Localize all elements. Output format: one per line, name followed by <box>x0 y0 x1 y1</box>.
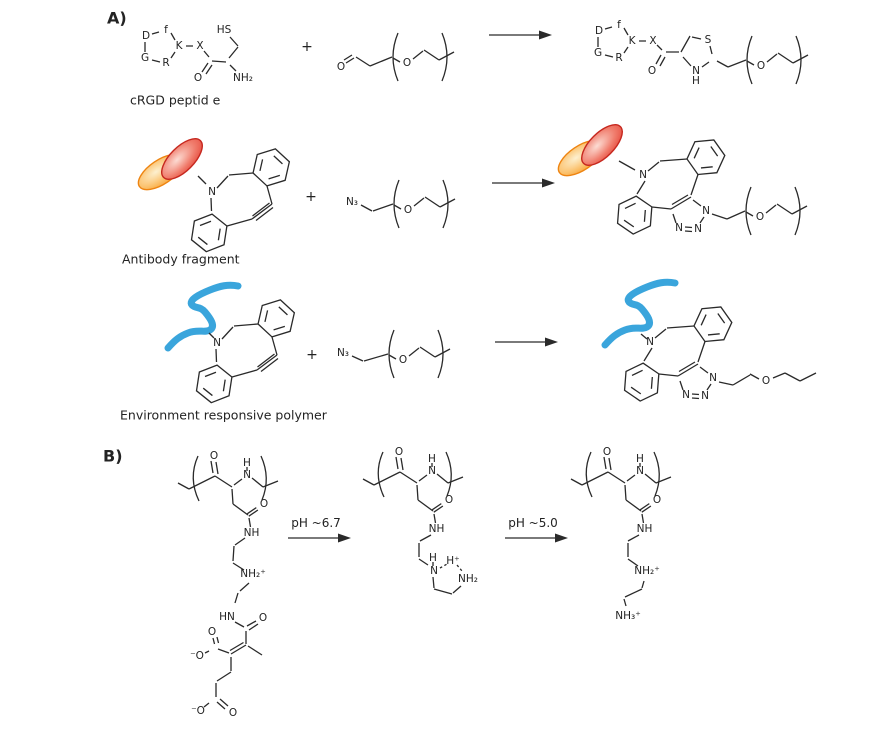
azide-peg-structure: N₃ <box>337 329 451 379</box>
atom-label: HN <box>219 611 235 623</box>
plus-sign: + <box>301 39 313 55</box>
plus-sign: + <box>305 189 317 205</box>
plus-sign: + <box>306 347 318 363</box>
atom-label: H <box>692 75 700 87</box>
ph-label-2: pH ~5.0 <box>508 516 558 530</box>
atom-label: S <box>705 34 712 46</box>
atom-label: NH₂ <box>233 72 253 84</box>
ph-label-1: pH ~6.7 <box>291 516 341 530</box>
atom-label: O <box>229 707 237 719</box>
caption-crgd: cRGD peptid e <box>130 93 221 108</box>
atom-label: O <box>259 612 267 624</box>
atom-label: N <box>692 65 700 77</box>
polymer-state-2: N H H⁺ NH₂ <box>362 445 478 595</box>
atom-label: O <box>194 72 202 84</box>
caption-polymer: Environment responsive polymer <box>120 408 328 423</box>
azide-peg-structure: N₃ <box>346 179 456 229</box>
atom-label: O <box>762 375 770 387</box>
scheme-content: A) O NH₂ HS cRGD peptid e + O O <box>103 9 817 719</box>
atom-label: O <box>337 61 345 73</box>
polymer-state-1: NH₂⁺ HN O O ⁻O ⁻O O <box>177 449 279 719</box>
atom-label: NH₂⁺ <box>240 568 266 580</box>
atom-label: N <box>430 565 438 577</box>
atom-label: ⁻O <box>191 705 205 717</box>
atom-label: O <box>648 65 656 77</box>
atom-label: N₃ <box>337 347 349 359</box>
polymer-state-3: NH₂⁺ NH₃⁺ <box>570 445 672 622</box>
polymer-triazole-product: O <box>605 282 817 402</box>
panel-a-label: A) <box>107 9 127 28</box>
atom-label: ⁻O <box>190 650 204 662</box>
atom-label: H <box>429 552 437 564</box>
antibody-triazole-product <box>552 117 808 235</box>
aldehyde-peg-structure: O <box>337 32 455 82</box>
ph-response-scheme: NH₂⁺ HN O O ⁻O ⁻O O pH ~6.7 <box>177 445 672 719</box>
antibody-click-reaction: Antibody fragment + N₃ <box>122 117 808 267</box>
polymer-click-reaction: Environment responsive polymer + N₃ O <box>120 282 817 423</box>
atom-label: N₃ <box>346 196 358 208</box>
panel-b-label: B) <box>103 447 123 466</box>
atom-label: HS <box>217 24 232 36</box>
atom-label: NH₃⁺ <box>615 610 641 622</box>
atom-label: NH₂⁺ <box>634 565 660 577</box>
atom-label: H⁺ <box>446 555 459 567</box>
caption-antibody: Antibody fragment <box>122 252 240 267</box>
crgd-pegylation-reaction: O NH₂ HS cRGD peptid e + O O S N H <box>130 18 809 108</box>
atom-label: O <box>208 626 216 638</box>
atom-label: NH₂ <box>458 573 478 585</box>
thiazolidine-product: O S N H <box>593 18 809 87</box>
